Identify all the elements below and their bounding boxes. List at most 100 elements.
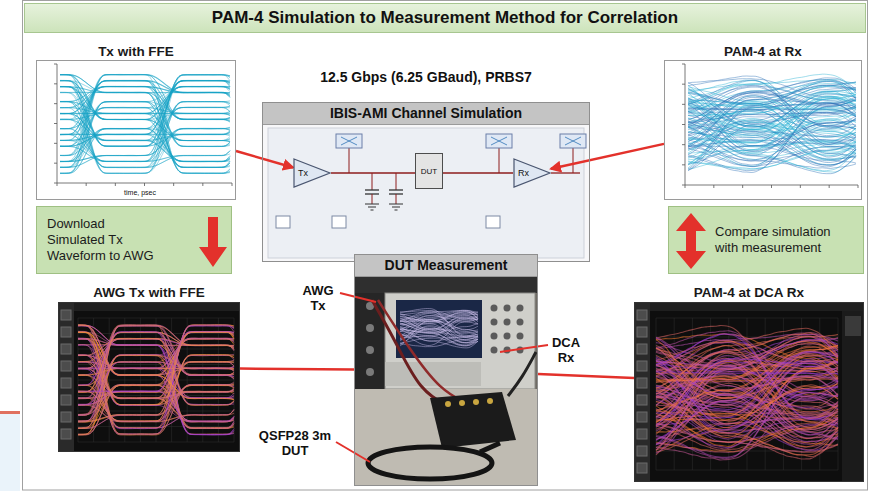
- axis-tick: [173, 183, 174, 186]
- eye-probe: [486, 134, 512, 148]
- test-fixture: [430, 392, 516, 448]
- eye-trace: [78, 326, 234, 422]
- eye-trace: [60, 75, 230, 174]
- scope-button: [517, 319, 524, 326]
- scope-button: [491, 305, 498, 312]
- probe-glyph: [491, 137, 507, 145]
- toolbar-icon: [637, 378, 647, 388]
- instrument-knob: [366, 368, 374, 376]
- eye-trace: [656, 345, 838, 410]
- ground-symbol: [365, 204, 379, 205]
- lab-photo: [355, 277, 537, 485]
- eye-trace: [688, 80, 856, 144]
- eye-trace: [60, 75, 230, 174]
- toolbar-icon: [61, 412, 71, 422]
- eye-trace: [78, 326, 234, 435]
- toolbar-icon: [637, 327, 647, 337]
- axis-tick: [54, 123, 57, 124]
- plot-axis: [57, 64, 232, 183]
- eye-trace: [78, 332, 234, 405]
- parameter-icon: [332, 216, 346, 228]
- sma-connector: [487, 398, 493, 404]
- oscilloscope-body: [385, 293, 535, 389]
- probe-glyph: [341, 137, 357, 145]
- eye-trace: [78, 326, 234, 416]
- eye-trace: [656, 337, 838, 439]
- eye-probe: [336, 134, 362, 148]
- eye-trace: [78, 326, 234, 422]
- eye-trace: [656, 367, 838, 390]
- eye-trace: [688, 91, 856, 125]
- ground-symbol: [368, 207, 376, 208]
- instrument-knob: [366, 346, 374, 354]
- eye-trace: [688, 102, 856, 109]
- bench-top: [355, 389, 537, 485]
- eye-trace: [60, 81, 230, 168]
- measurement-box: DUT Measurement: [354, 254, 538, 486]
- eye-trace: [688, 96, 856, 142]
- eye-trace: [78, 361, 234, 398]
- eye-trace: [688, 103, 856, 167]
- axis-tick: [115, 183, 116, 186]
- toolbar-icon: [61, 361, 71, 371]
- ground-symbol: [392, 207, 400, 208]
- eye-trace: [656, 385, 838, 413]
- probe-wire: [573, 148, 574, 173]
- eye-trace: [78, 355, 234, 415]
- eye-trace: [688, 85, 856, 126]
- dut-block: DUT: [415, 153, 443, 189]
- wire: [331, 172, 415, 173]
- eye-trace: [400, 329, 478, 340]
- equipment-rack: [355, 277, 537, 293]
- eye-trace: [60, 114, 230, 141]
- graticule: [78, 318, 234, 319]
- eye-trace: [60, 81, 230, 147]
- rx-buffer: Rx: [513, 158, 551, 188]
- cable-label: QSFP28 3m DUT: [250, 428, 340, 458]
- axis-tick: [54, 163, 57, 164]
- eye-trace: [656, 363, 838, 450]
- rate-note: 12.5 Gbps (6.25 GBaud), PRBS7: [262, 68, 590, 86]
- simulation-box: IBIS-AMI Channel SimulationTx DUT Rx: [262, 102, 590, 262]
- sma-connector: [459, 400, 465, 406]
- sma-connector: [473, 399, 479, 405]
- axis-tick: [682, 124, 685, 125]
- eye-trace: [400, 326, 478, 341]
- header-band: IBIS-AMI Channel Simulation: [263, 103, 589, 125]
- slide-edge-panel: [0, 414, 20, 491]
- axis-tick: [682, 164, 685, 165]
- rx-eye-plot: [682, 64, 858, 188]
- probe-wire: [499, 148, 500, 173]
- block-label: DUT: [416, 154, 442, 190]
- axis-tick: [682, 185, 685, 186]
- panel-heading-row: AWG Tx with FFE: [58, 284, 240, 302]
- axis-tick: [202, 183, 203, 186]
- eye-trace: [656, 363, 838, 455]
- eye-trace: [78, 325, 234, 421]
- awg-screenshot: [58, 302, 240, 452]
- probe-wire: [349, 148, 350, 173]
- qsfp-cable: [480, 443, 500, 452]
- toolbar-icon: [637, 395, 647, 405]
- plot-frame: [36, 60, 236, 200]
- step-text: Download Simulated Tx Waveform to AWG: [47, 216, 165, 264]
- eye-trace: [60, 134, 230, 140]
- axis-tick: [771, 185, 772, 188]
- connector-arrow: [538, 374, 634, 378]
- panel-heading: PAM-4 at Rx: [664, 44, 862, 60]
- header-band: DUT Measurement: [355, 255, 537, 277]
- eye-trace: [688, 115, 856, 137]
- wire: [443, 172, 513, 173]
- eye-trace: [78, 325, 234, 421]
- eye-trace: [656, 334, 838, 431]
- slide-edge-mark: [0, 411, 20, 414]
- toolbar-icon: [637, 310, 647, 320]
- eye-trace: [78, 355, 234, 428]
- connector-arrow: [236, 151, 293, 168]
- tx-buffer: Tx: [293, 158, 331, 188]
- toolbar-icon: [637, 446, 647, 456]
- buffer-label: Tx: [293, 158, 331, 188]
- panel-heading-row: Tx with FFE: [36, 44, 236, 60]
- scope-toolbar: [58, 302, 74, 452]
